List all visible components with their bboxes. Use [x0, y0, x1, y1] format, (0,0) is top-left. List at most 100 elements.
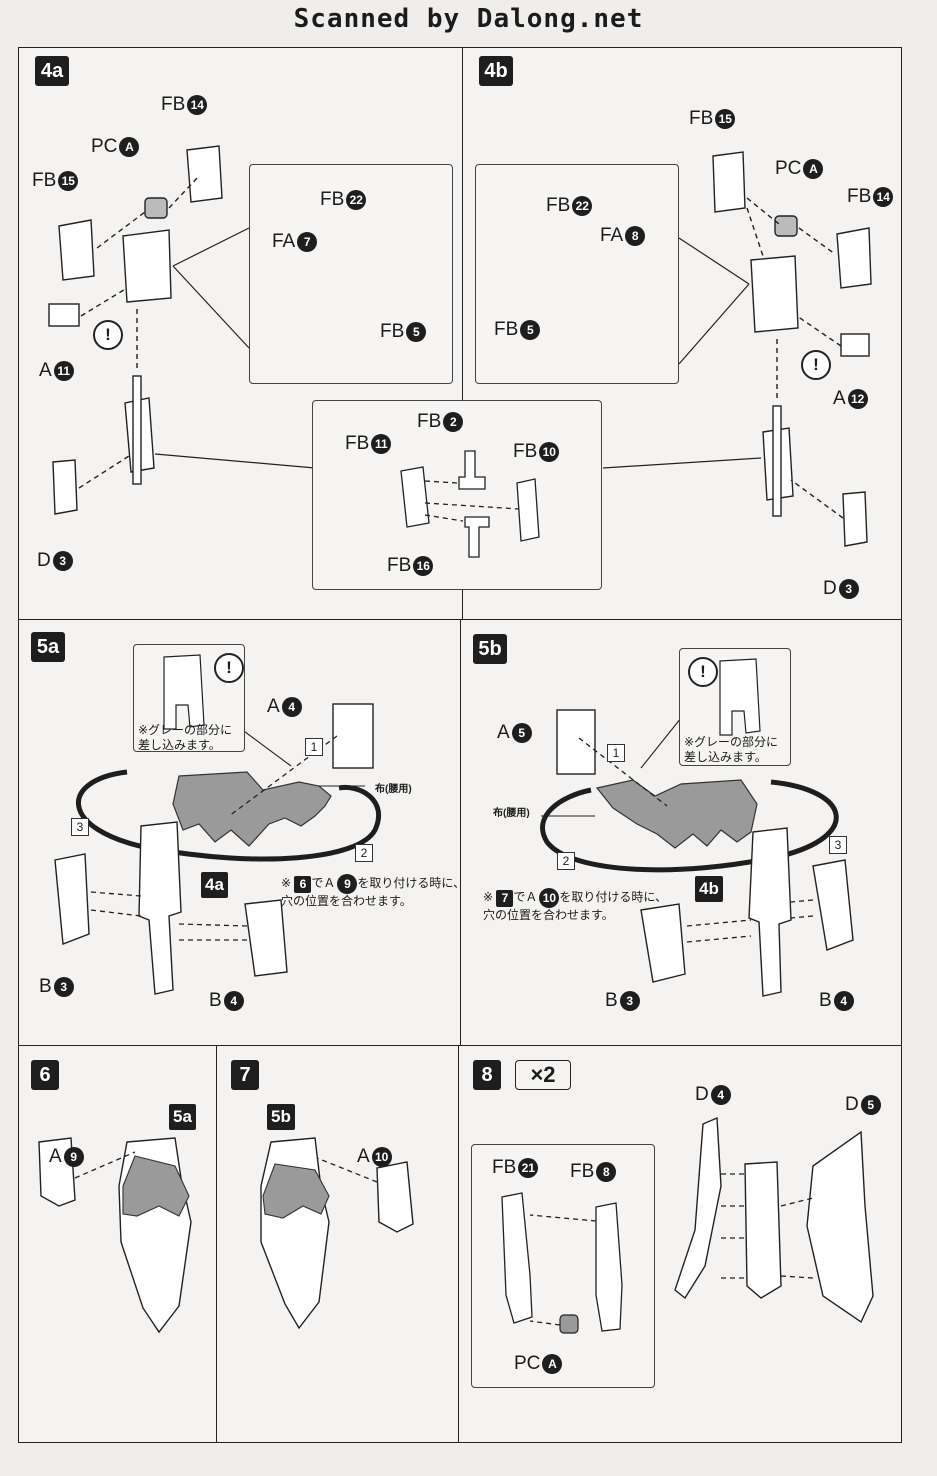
step-6-drawing	[38, 1137, 192, 1334]
quantity-x2: ×2	[515, 1060, 571, 1090]
step-8-panel: 8 ×2	[458, 1045, 902, 1443]
step-5a-badge: 5a	[31, 632, 65, 662]
d5-part-shape	[806, 1130, 874, 1324]
cloth-label: 布(腰用)	[493, 808, 530, 819]
step-4a-panel: 4a	[18, 47, 464, 621]
step-4b-badge: 4b	[479, 56, 513, 86]
fb21-part-shape	[501, 1192, 533, 1324]
pca-part-shape	[559, 1314, 579, 1334]
fb15-part-shape	[712, 151, 746, 213]
b4-part-shape	[244, 899, 288, 977]
fb2-part-shape	[458, 450, 486, 490]
d3-part-shape	[52, 459, 78, 515]
step-4a-badge: 4a	[35, 56, 69, 86]
waist-cloth-shape	[262, 1163, 330, 1219]
insert-detail-box: ! ※グレーの部分に差し込みます。	[133, 644, 245, 752]
leg-center-shape	[744, 1161, 782, 1299]
ref-badge-5a: 5a	[169, 1104, 196, 1130]
fb8-part-shape	[595, 1202, 623, 1332]
insert-detail-box: ! ※グレーの部分に差し込みます。	[679, 648, 791, 766]
seq-marker-3: 3	[829, 836, 847, 854]
a10-part-shape	[376, 1161, 414, 1233]
ref-badge-5b: 5b	[267, 1104, 295, 1130]
step-5b-badge: 5b	[473, 634, 507, 664]
warning-icon: !	[93, 320, 123, 350]
step-5a-panel: 5a !	[18, 619, 465, 1047]
frame-pole-shape	[772, 405, 782, 517]
waist-cloth-shape	[595, 779, 758, 849]
step-5a-drawing	[54, 703, 382, 995]
pca-part-shape	[144, 197, 168, 219]
b3-part-shape	[54, 853, 90, 945]
ref-badge-4b: 4b	[695, 876, 723, 902]
torso-block-shape	[750, 255, 799, 333]
gray-insert-note: ※グレーの部分に差し込みます。	[684, 735, 779, 764]
insert-part-shape	[719, 658, 761, 736]
cloth-loop-arrow	[75, 769, 382, 862]
waist-cloth-shape	[122, 1155, 190, 1217]
pca-part-shape	[774, 215, 798, 237]
body-assembly-shape	[138, 821, 182, 995]
seq-marker-1: 1	[305, 738, 323, 756]
d4-part-shape	[674, 1116, 722, 1300]
a4-part-shape	[332, 703, 374, 769]
a11-part-shape	[48, 303, 80, 327]
step-6-badge: 6	[31, 1060, 59, 1090]
waist-cloth-shape	[172, 771, 332, 847]
step-8-badge: 8	[473, 1060, 501, 1090]
cloth-loop-arrow	[540, 779, 839, 873]
gray-insert-note: ※グレーの部分に差し込みます。	[138, 723, 233, 752]
ref-badge-4a: 4a	[201, 872, 228, 898]
fb16-part-shape	[464, 516, 490, 558]
body-assembly-shape	[748, 827, 792, 997]
fb14-part-shape	[836, 227, 872, 289]
seq-marker-2: 2	[355, 844, 373, 862]
a5-part-shape	[556, 709, 596, 775]
fb15-part-shape	[58, 219, 95, 281]
seq-marker-3: 3	[71, 818, 89, 836]
fb10-part-shape	[516, 478, 540, 542]
fb11-part-shape	[400, 466, 430, 528]
step-5b-panel: 5b !	[460, 619, 902, 1047]
